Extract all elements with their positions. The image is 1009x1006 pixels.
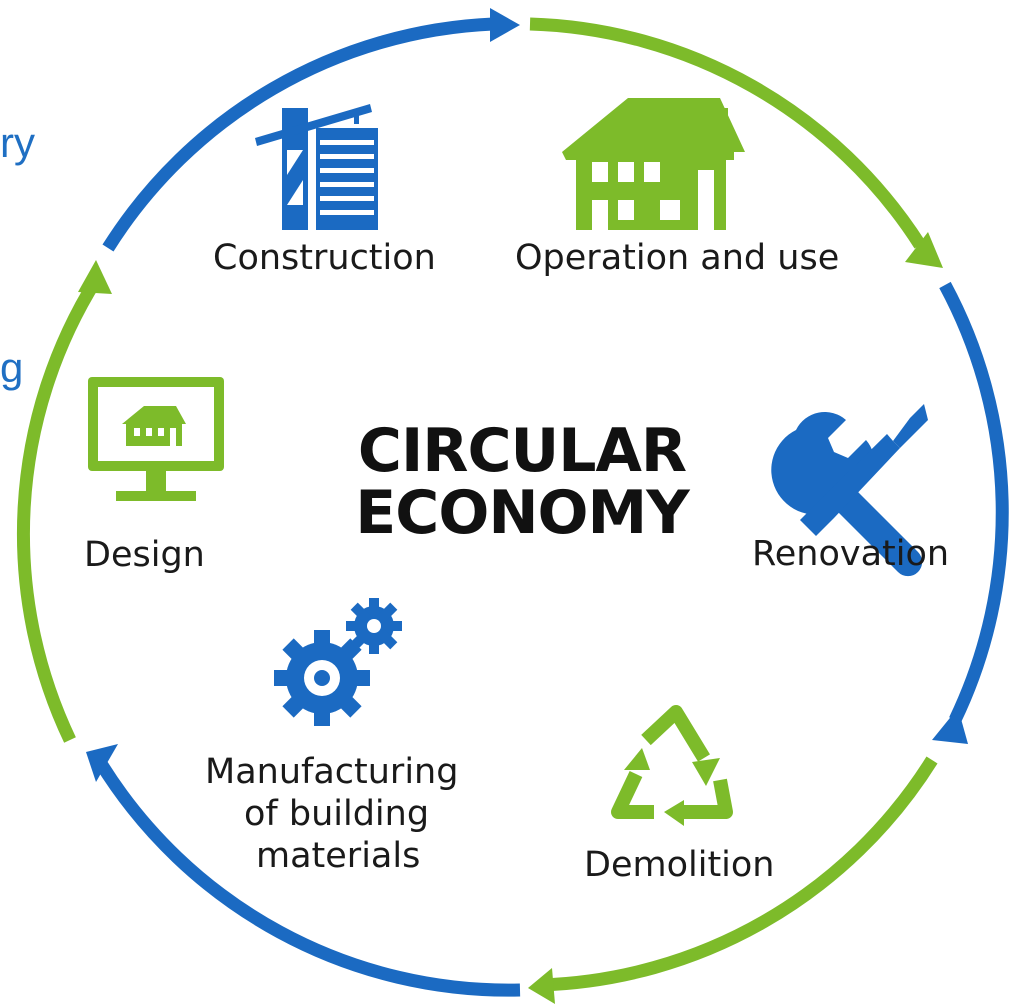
arrowhead-top bbox=[490, 8, 520, 42]
arrowhead-right bbox=[932, 708, 968, 744]
house-icon bbox=[562, 98, 745, 230]
label-renovation: Renovation bbox=[752, 534, 950, 574]
arc-design-to-construction bbox=[102, 17, 494, 252]
crane-building-icon bbox=[255, 104, 378, 230]
cut-off-text-middle: g bbox=[0, 344, 24, 391]
label-operation-and-use: Operation and use bbox=[515, 238, 840, 278]
title-line-1: CIRCULAR bbox=[357, 416, 687, 486]
gears-icon bbox=[274, 598, 402, 726]
arc-demolition-to-manufacturing bbox=[94, 758, 521, 997]
arrowhead-lower-left bbox=[86, 744, 118, 782]
label-manufacturing-line-3: materials bbox=[256, 836, 421, 876]
arc-operation-to-renovation bbox=[939, 281, 1009, 723]
label-manufacturing-line-1: Manufacturing bbox=[205, 752, 459, 792]
title-line-2: ECONOMY bbox=[355, 478, 689, 548]
label-construction: Construction bbox=[213, 238, 436, 278]
recycle-icon bbox=[611, 705, 733, 819]
monitor-house-icon bbox=[88, 377, 224, 501]
diagram-title: CIRCULAR ECONOMY bbox=[352, 420, 692, 544]
arc-manufacturing-to-design bbox=[16, 276, 102, 743]
label-manufacturing-line-2: of building bbox=[244, 794, 430, 834]
label-demolition: Demolition bbox=[584, 845, 775, 885]
arrowhead-upper-right bbox=[905, 232, 943, 268]
arrowhead-left bbox=[78, 260, 112, 294]
wrench-screwdriver-icon bbox=[771, 404, 928, 577]
label-design: Design bbox=[84, 535, 205, 575]
arc-renovation-to-demolition bbox=[539, 756, 938, 992]
arrowhead-bottom bbox=[528, 968, 555, 1004]
cut-off-text-top: ry bbox=[0, 119, 35, 166]
arc-construction-to-operation bbox=[529, 17, 926, 249]
